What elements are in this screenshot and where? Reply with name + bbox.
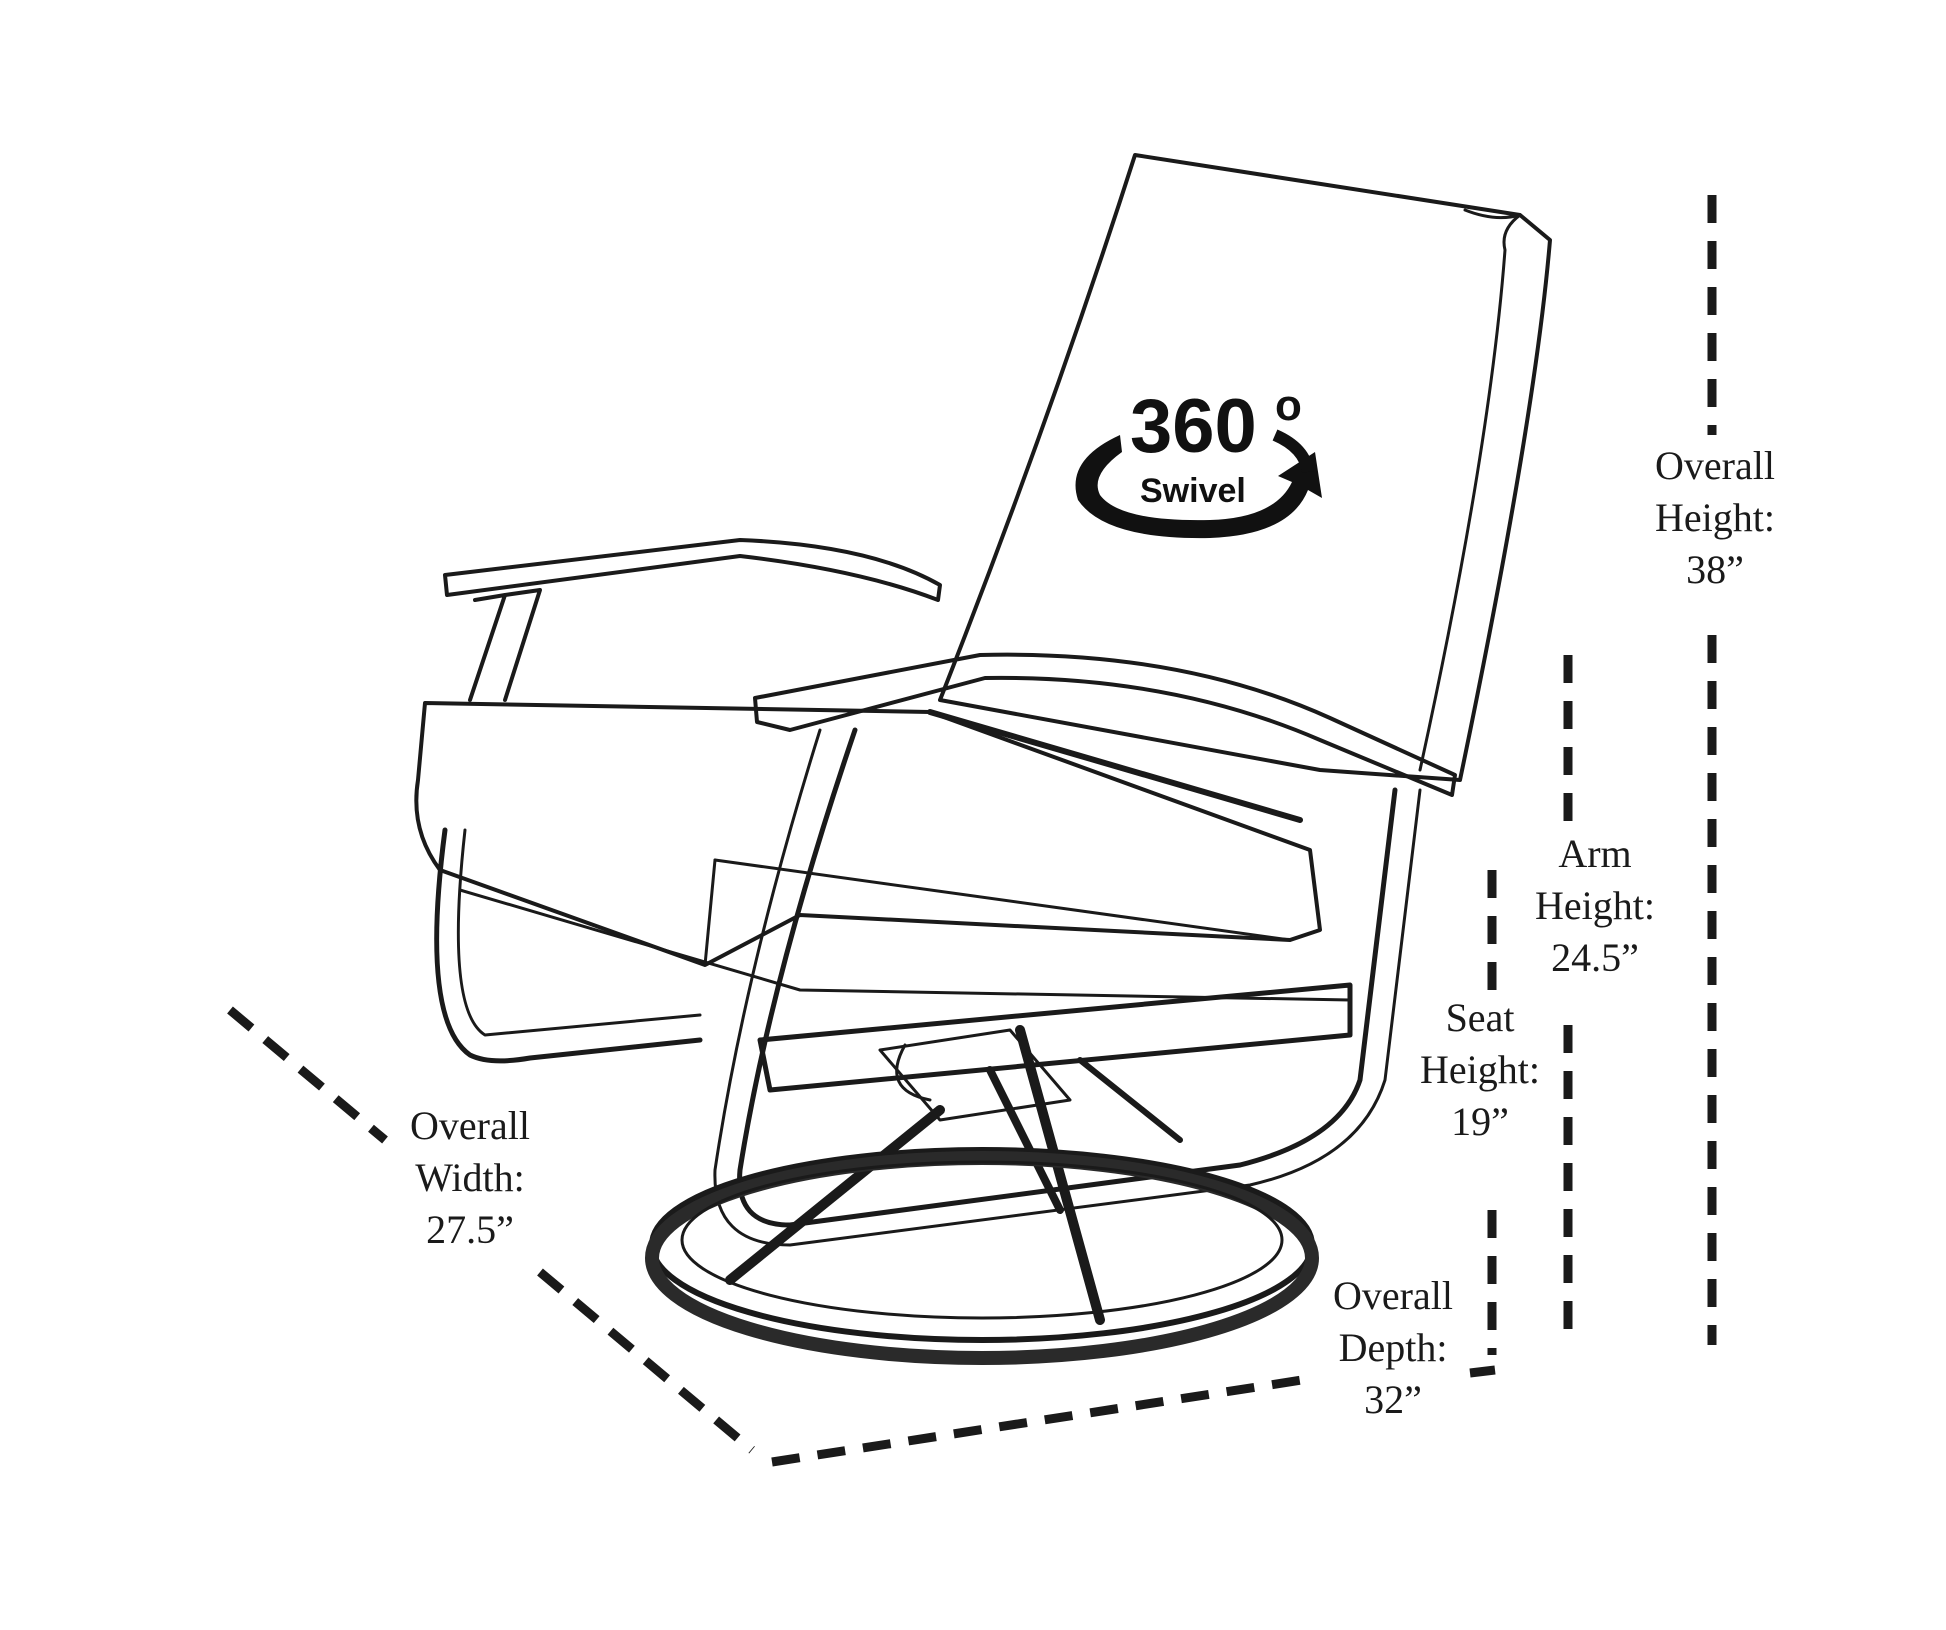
seat-height-label: Seat Height: 19” xyxy=(1405,992,1555,1148)
overall-depth-label: Overall Depth: 32” xyxy=(1318,1270,1468,1426)
arm-height-label: Arm Height: 24.5” xyxy=(1515,828,1675,984)
arm-height-line1: Arm xyxy=(1558,831,1632,876)
seat-height-line1: Seat xyxy=(1445,995,1515,1040)
seat-height-value: 19” xyxy=(1451,1099,1509,1144)
overall-height-value: 38” xyxy=(1686,547,1744,592)
left-armrest xyxy=(443,538,942,702)
arm-height-line2: Height: xyxy=(1535,883,1655,928)
overall-width-label: Overall Width: 27.5” xyxy=(395,1100,545,1256)
depth-corner-tick xyxy=(1469,1365,1496,1378)
overall-depth-line1: Overall xyxy=(1333,1273,1453,1318)
swivel-360-badge: 360 o Swivel xyxy=(1075,381,1322,539)
badge-number: 360 xyxy=(1130,384,1257,469)
arm-height-value: 24.5” xyxy=(1551,935,1639,980)
overall-width-line-bottom xyxy=(537,1268,755,1454)
overall-width-line-top xyxy=(227,1006,388,1144)
badge-text: Swivel xyxy=(1140,472,1246,510)
right-armrest xyxy=(753,652,1457,797)
overall-depth-line2: Depth: xyxy=(1338,1325,1448,1370)
overall-depth-value: 32” xyxy=(1364,1377,1422,1422)
overall-depth-line xyxy=(771,1373,1316,1467)
swivel-base-ring xyxy=(645,1147,1319,1365)
overall-width-value: 27.5” xyxy=(426,1207,514,1252)
swivel-arrow-icon xyxy=(1075,435,1322,539)
overall-width-line1: Overall xyxy=(410,1103,530,1148)
backrest-cushion xyxy=(938,153,1552,782)
seat-height-line2: Height: xyxy=(1420,1047,1540,1092)
overall-height-line1: Overall xyxy=(1655,443,1775,488)
badge-degree: o xyxy=(1275,381,1302,430)
overall-width-line2: Width: xyxy=(415,1155,525,1200)
overall-height-line2: Height: xyxy=(1655,495,1775,540)
overall-height-label: Overall Height: 38” xyxy=(1640,440,1790,596)
swivel-mechanism xyxy=(725,1025,1183,1325)
